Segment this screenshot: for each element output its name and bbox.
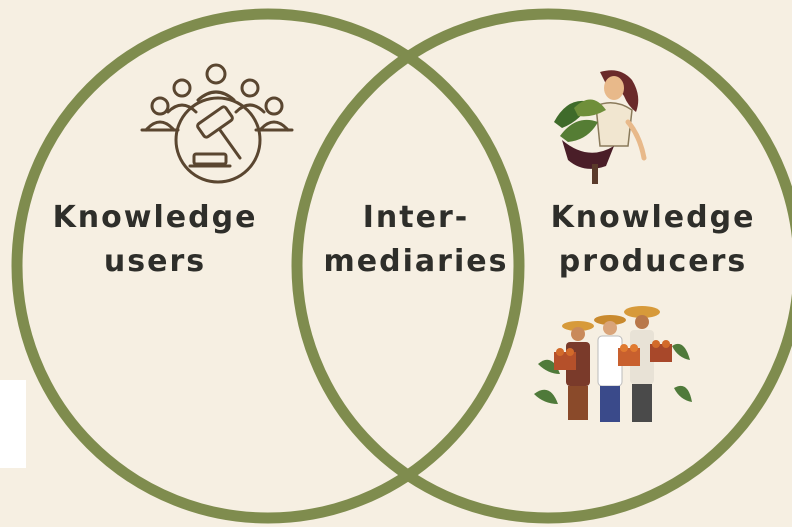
corner-white-patch bbox=[0, 380, 26, 468]
label-intermediaries-line2: mediaries bbox=[323, 244, 509, 279]
label-knowledge-users: Knowledge users bbox=[30, 196, 280, 284]
label-knowledge-users-line1: Knowledge bbox=[52, 200, 258, 235]
judge-gavel-audience-icon bbox=[140, 63, 294, 184]
circle-knowledge-producers bbox=[291, 8, 792, 524]
label-knowledge-producers-line1: Knowledge bbox=[550, 200, 756, 235]
label-knowledge-producers-line2: producers bbox=[558, 244, 748, 279]
circle-knowledge-users bbox=[11, 8, 525, 524]
label-intermediaries-line1: Inter- bbox=[362, 200, 470, 235]
label-knowledge-producers: Knowledge producers bbox=[528, 196, 778, 284]
label-knowledge-users-line2: users bbox=[103, 244, 207, 279]
woman-with-plants-icon bbox=[554, 70, 647, 184]
label-intermediaries: Inter- mediaries bbox=[318, 196, 514, 284]
farmers-with-harvest-icon bbox=[534, 306, 692, 422]
